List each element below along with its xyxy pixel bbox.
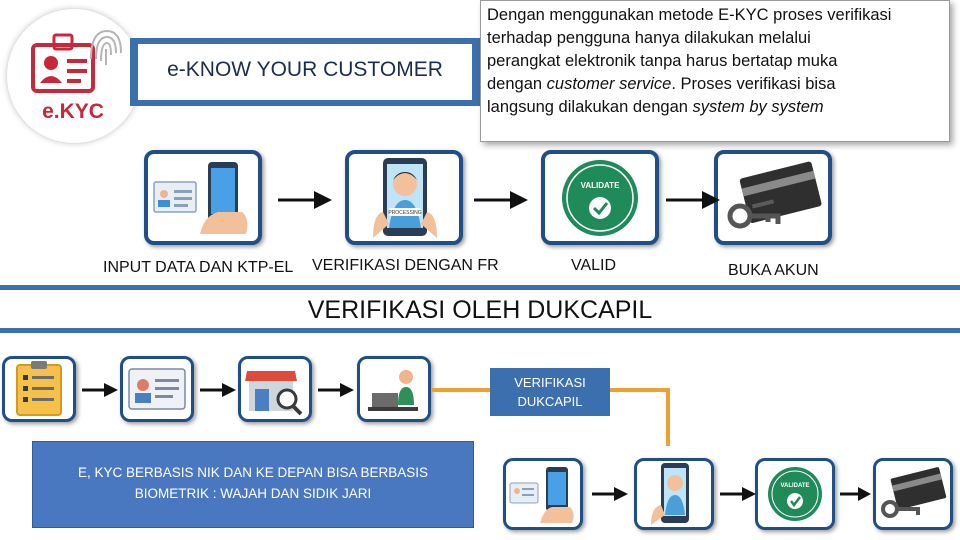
step-label-open-account: BUKA AKUN <box>728 262 819 279</box>
card-key-icon <box>881 467 947 518</box>
flow-arrow-icon <box>82 383 118 397</box>
id-card-card <box>120 356 194 422</box>
card-key-icon <box>727 161 822 229</box>
flow-arrow-icon <box>592 487 628 501</box>
dukcapil-connector <box>432 388 670 446</box>
shop-search-icon <box>245 371 303 416</box>
description-line: Dengan menggunakan metode E-KYC proses v… <box>487 6 892 24</box>
flow-arrow-icon <box>278 191 332 209</box>
step-label-valid: VALID <box>571 257 617 274</box>
svg-text:PROCESSING: PROCESSING <box>388 210 421 216</box>
flow-arrow-icon <box>318 383 354 397</box>
mini-input-card <box>503 458 583 530</box>
flow-arrow-icon <box>840 487 871 501</box>
phone-id-card-icon <box>153 162 248 234</box>
id-card-icon <box>128 368 186 410</box>
banner-text: VERIFIKASI OLEH DUKCAPIL <box>307 296 653 324</box>
mini-fr-card <box>634 458 714 530</box>
checklist-icon <box>16 361 62 416</box>
nik-note-line: E, KYC BERBASIS NIK DAN KE DEPAN BISA BE… <box>77 465 429 480</box>
flow-arrow-icon <box>474 191 528 209</box>
valid-card: VALIDATE <box>541 150 659 245</box>
flow-arrow-icon <box>720 487 756 501</box>
logo-text: e.KYC <box>42 100 104 123</box>
page-title: e-KNOW YOUR CUSTOMER <box>167 58 443 81</box>
flow-arrow-icon <box>666 191 720 209</box>
flow-arrow-icon <box>200 383 236 397</box>
validate-check-icon: VALIDATE <box>562 160 638 236</box>
operator-laptop-icon <box>368 370 418 411</box>
mini-valid-card: VALIDATE <box>755 458 835 530</box>
form-card <box>2 356 76 422</box>
step-label-fr: VERIFIKASI DENGAN FR <box>312 257 499 274</box>
phone-id-card-icon <box>509 467 574 523</box>
id-card-fingerprint-icon <box>31 29 122 93</box>
description-text: Dengan menggunakan metode E-KYC proses v… <box>487 4 939 119</box>
dukcapil-box <box>490 368 610 416</box>
dukcapil-line: VERIFIKASI <box>514 375 586 390</box>
open-account-card <box>714 150 832 245</box>
description-box <box>480 0 950 142</box>
nik-note-box <box>32 441 474 528</box>
ekyc-logo <box>6 8 142 144</box>
dukcapil-line: DUKCAPIL <box>517 394 583 409</box>
face-recognition-card: PROCESSING <box>345 150 463 245</box>
dukcapil-banner-inner <box>0 290 960 328</box>
mini-open-account-card <box>873 458 953 530</box>
dukcapil-text: VERIFIKASI DUKCAPIL <box>490 373 610 411</box>
validate-check-icon: VALIDATE <box>768 467 822 521</box>
description-line: perangkat elektronik tanpa harus bertata… <box>487 52 838 70</box>
shop-card <box>238 356 312 422</box>
operator-card <box>357 356 431 422</box>
description-line: dengan customer service. Proses verifika… <box>487 75 836 93</box>
description-line: langsung dilakukan dengan system by syst… <box>487 98 824 116</box>
step-label-input: INPUT DATA DAN KTP-EL <box>103 259 294 276</box>
face-scan-phone-icon <box>651 463 689 525</box>
svg-text:VALIDATE: VALIDATE <box>780 483 809 489</box>
nik-note-line: BIOMETRIK : WAJAH DAN SIDIK JARI <box>134 486 372 501</box>
input-data-card <box>144 150 262 245</box>
description-line: terhadap pengguna hanya dilakukan melalu… <box>487 29 811 47</box>
nik-note-text: E, KYC BERBASIS NIK DAN KE DEPAN BISA BE… <box>40 462 466 504</box>
face-scan-phone-icon: PROCESSING <box>373 158 437 238</box>
svg-text:VALIDATE: VALIDATE <box>581 181 620 190</box>
title-band-inner <box>138 44 472 100</box>
